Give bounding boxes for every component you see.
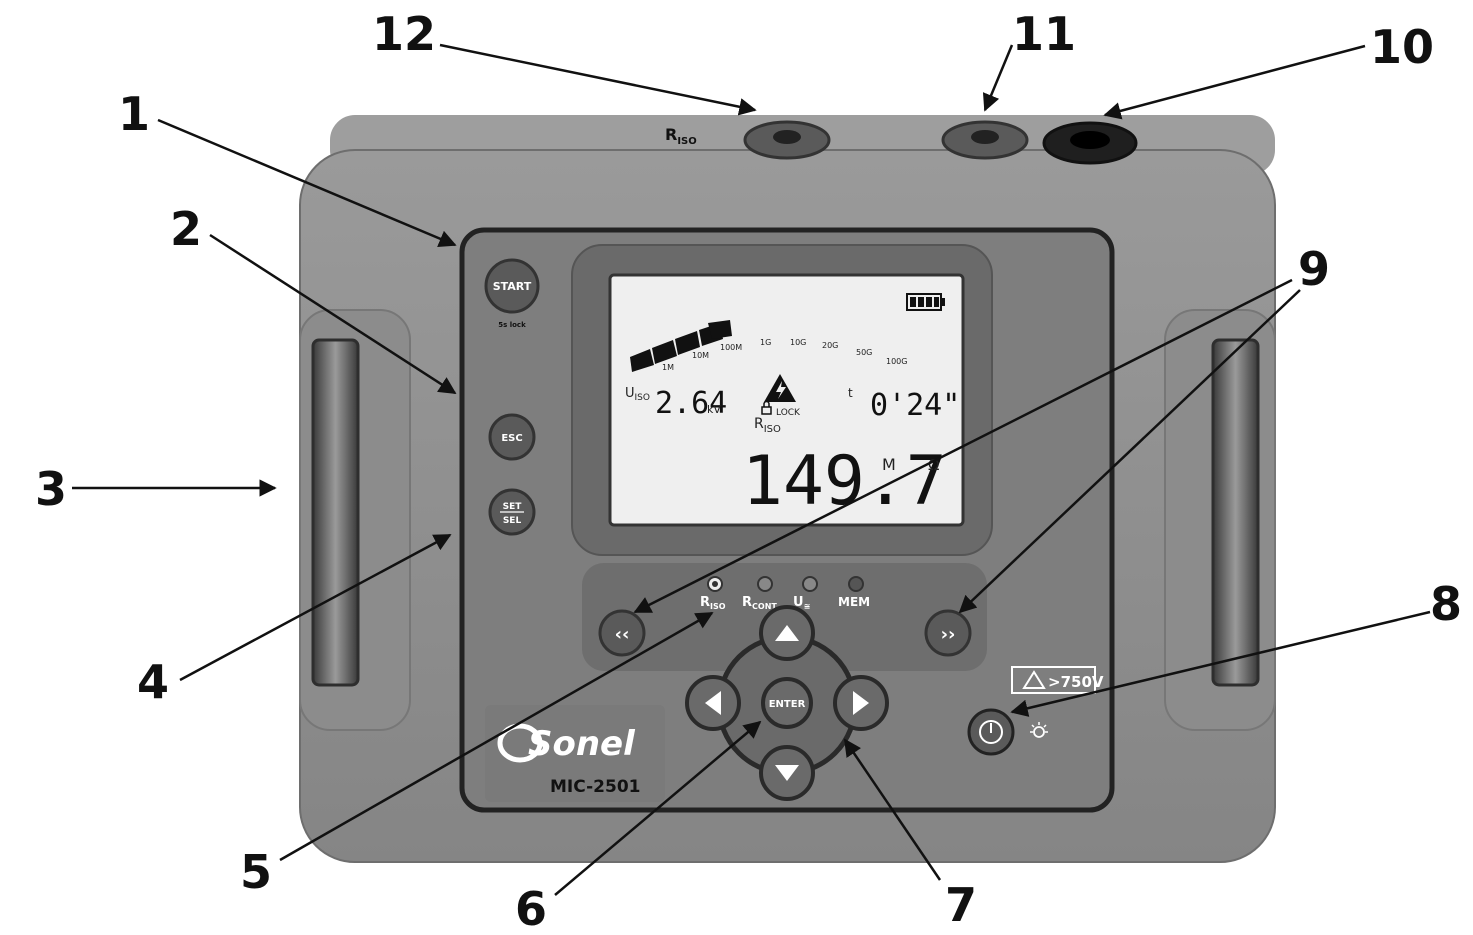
mode-label-rcont: RCONT <box>742 595 777 611</box>
double-chevron-right-icon: ›› <box>941 624 956 645</box>
bargraph-scale: 1M 10M 100M 1G 10G 20G 50G 100G <box>662 338 907 372</box>
double-chevron-left-icon: ‹‹ <box>615 624 630 645</box>
model-name: MIC-2501 <box>550 777 640 797</box>
callout-line-10 <box>1103 44 1366 120</box>
callout-number: 5 <box>240 845 272 899</box>
right-button[interactable] <box>833 675 889 731</box>
time-value: 0'24" <box>870 388 960 423</box>
up-button[interactable] <box>759 605 815 661</box>
callout-numbers: 1 2 3 4 5 6 7 8 9 10 11 12 <box>35 7 1462 935</box>
high-voltage-warning-icon <box>764 374 796 402</box>
callout-number: 8 <box>1430 577 1462 631</box>
set-sel-button[interactable]: SET SEL <box>488 488 536 536</box>
callout-number: 6 <box>515 882 547 935</box>
uiso-unit: kV <box>707 403 721 416</box>
arrow-left-icon <box>705 691 721 715</box>
scale-tick-label: 20G <box>822 341 838 350</box>
main-unit-prefix: M <box>882 455 896 474</box>
callout-line-7 <box>843 738 942 881</box>
esc-button-label: ESC <box>501 433 522 444</box>
socket-guard-terminal-hole <box>971 130 999 144</box>
sonel-logo: Sonel <box>497 723 636 764</box>
voltage-warning-badge: >750V <box>1011 666 1104 694</box>
callout-line-4 <box>179 533 452 682</box>
uiso-label: UISO <box>625 386 650 403</box>
callout-lines <box>72 43 1431 896</box>
battery-icon <box>906 293 945 311</box>
scale-tick-label: 100M <box>720 343 742 352</box>
scale-tick-label: 10M <box>692 351 709 360</box>
callout-number: 10 <box>1370 20 1434 74</box>
callout-number: 4 <box>137 655 169 709</box>
enter-button[interactable]: ENTER <box>761 677 813 729</box>
callout-number: 2 <box>170 202 202 256</box>
backlight-icon <box>1030 722 1048 738</box>
lock-label: LOCK <box>776 408 801 418</box>
sel-button-label: SEL <box>503 516 522 526</box>
top-sockets: RISO <box>665 120 1138 165</box>
callout-number: 9 <box>1298 242 1330 296</box>
power-button[interactable] <box>967 708 1015 756</box>
mode-right-button[interactable]: ›› <box>924 609 972 657</box>
callout-line-9b <box>958 289 1301 614</box>
bargraph <box>630 320 732 372</box>
scale-tick-label: 50G <box>856 348 872 357</box>
voltage-warning-text: >750V <box>1048 673 1104 691</box>
callout-line-9a <box>633 278 1293 614</box>
navigation-pad: ENTER <box>685 605 889 801</box>
arrow-up-icon <box>775 625 799 641</box>
callout-line-8 <box>1010 610 1431 717</box>
main-unit: Ω <box>928 456 939 474</box>
led-u <box>802 576 818 592</box>
mode-label-riso: RISO <box>700 595 726 611</box>
callout-line-1 <box>157 118 457 247</box>
led-mem <box>848 576 864 592</box>
led-rcont <box>757 576 773 592</box>
socket-riso-terminal-hole <box>773 130 801 144</box>
mode-indicators: RISO RCONT U≅ MEM <box>700 576 870 611</box>
scale-tick-label: 10G <box>790 338 806 347</box>
callout-number: 1 <box>118 87 150 141</box>
scale-tick-label: 1M <box>662 363 674 372</box>
arrow-down-icon <box>775 765 799 781</box>
main-reading-value: 149.7 <box>742 442 947 521</box>
start-button-label: START <box>493 280 532 293</box>
callout-line-2 <box>209 233 457 395</box>
scale-tick-label: 100G <box>886 357 907 366</box>
socket-label-riso: RISO <box>665 125 697 147</box>
right-handle[interactable] <box>1211 338 1260 687</box>
lcd-display: 1M 10M 100M 1G 10G 20G 50G 100G UISO 2.6… <box>571 244 993 556</box>
callout-number: 11 <box>1012 7 1076 61</box>
lock-icon <box>761 400 772 415</box>
arrow-right-icon <box>853 691 869 715</box>
mode-label-mem: MEM <box>838 595 870 609</box>
time-label: t <box>848 386 853 400</box>
set-button-label: SET <box>503 502 523 512</box>
socket-high-voltage-terminal-hole <box>1070 131 1110 149</box>
esc-button[interactable]: ESC <box>488 413 536 461</box>
mode-label-u: U≅ <box>793 595 810 611</box>
start-button[interactable]: START <box>484 258 540 314</box>
left-handle[interactable] <box>311 338 360 687</box>
callout-number: 12 <box>372 7 436 61</box>
callout-number: 7 <box>945 878 977 932</box>
scale-tick-label: 1G <box>760 338 771 347</box>
mode-left-button[interactable]: ‹‹ <box>598 609 646 657</box>
start-lock-hint: 5s lock <box>498 321 526 329</box>
enter-button-label: ENTER <box>769 699 806 710</box>
callout-line-11 <box>982 44 1014 112</box>
callout-line-6 <box>554 720 762 896</box>
callout-number: 3 <box>35 462 67 516</box>
warning-triangle-icon <box>1022 670 1046 689</box>
brand-plate: Sonel MIC-2501 <box>485 705 665 802</box>
brand-name: Sonel <box>528 724 636 764</box>
left-button[interactable] <box>685 675 741 731</box>
callout-line-12 <box>439 43 757 116</box>
uiso-value: 2.64 <box>655 386 727 421</box>
riso-label: RISO <box>754 416 781 435</box>
down-button[interactable] <box>759 745 815 801</box>
callout-line-5 <box>279 611 714 862</box>
